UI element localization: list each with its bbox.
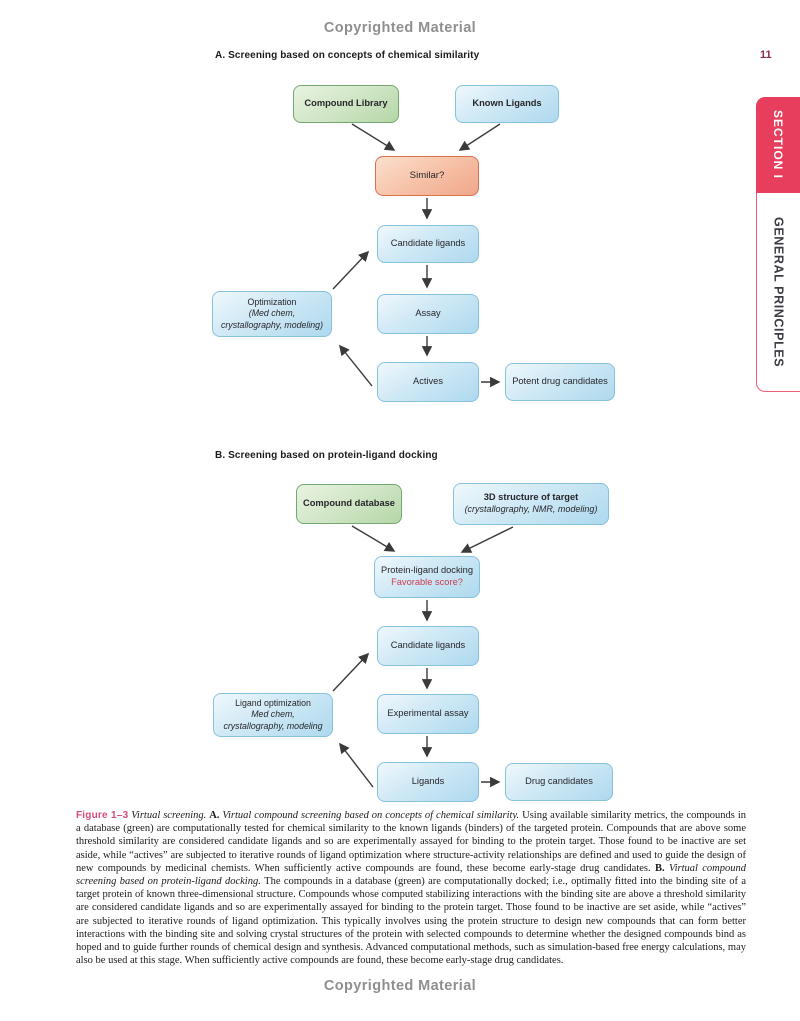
- box-assay: Assay: [377, 294, 479, 334]
- caption-segment: A.: [209, 810, 223, 821]
- box-optimization: Optimization (Med chem, crystallography,…: [212, 291, 332, 337]
- box-label: Ligands: [411, 776, 445, 787]
- box-label: Candidate ligands: [390, 238, 466, 249]
- arrow-optimization-to-candidate: [332, 250, 370, 290]
- arrow-known-to-similar: [458, 123, 501, 151]
- box-potent-drug-candidates: Potent drug candidates: [505, 363, 615, 401]
- box-candidate-ligands-b: Candidate ligands: [377, 626, 479, 666]
- box-label: Compound database: [303, 498, 395, 509]
- box-known-ligands: Known Ligands: [455, 85, 559, 123]
- arrow-target-to-docking: [460, 526, 514, 553]
- box-label: Compound Library: [304, 98, 388, 109]
- section-tab-red-band: SECTION I: [756, 97, 800, 193]
- box-ligands: Ligands: [377, 762, 479, 802]
- copyright-notice-top: Copyrighted Material: [323, 20, 477, 36]
- box-label-line2: Favorable score?: [391, 577, 463, 587]
- caption-segment: Virtual screening.: [131, 810, 210, 821]
- box-label-line1: Protein-ligand docking: [381, 565, 473, 576]
- box-candidate-ligands-a: Candidate ligands: [377, 225, 479, 263]
- arrow-database-to-docking: [351, 525, 396, 552]
- box-drug-candidates: Drug candidates: [505, 763, 613, 801]
- diagram-a-heading: A. Screening based on concepts of chemic…: [215, 50, 480, 61]
- box-label: Known Ligands: [472, 98, 542, 109]
- caption-segment: Virtual compound screening based on conc…: [222, 810, 523, 821]
- box-label: Potent drug candidates: [512, 376, 608, 387]
- box-compound-library: Compound Library: [293, 85, 399, 123]
- box-label-line3: crystallography, modeling: [223, 720, 323, 731]
- section-label: SECTION I: [771, 110, 785, 180]
- box-label-line3: crystallography, modeling): [220, 319, 324, 330]
- section-tab-title-band: GENERAL PRINCIPLES: [756, 193, 800, 392]
- box-compound-database: Compound database: [296, 484, 402, 524]
- arrow-library-to-similar: [351, 123, 396, 151]
- box-label: Assay: [415, 308, 441, 319]
- diagram-b-heading: B. Screening based on protein-ligand doc…: [215, 450, 438, 461]
- box-label-line1: Optimization: [247, 297, 297, 308]
- caption-segment: Figure 1–3: [76, 810, 129, 821]
- box-ligand-optimization: Ligand optimization Med chem, crystallog…: [213, 693, 333, 737]
- caption-segment: The compounds in a database (green) are …: [76, 876, 746, 967]
- box-label-line2: (Med chem,: [248, 308, 296, 319]
- arrow-ligands-to-ligandopt: [339, 742, 374, 788]
- caption-segment: Virtual compound screening based on prot…: [76, 862, 746, 888]
- page-number: 11: [760, 49, 772, 61]
- caption-segment: Using available similarity metrics, the …: [76, 810, 746, 874]
- box-similar: Similar?: [375, 156, 479, 196]
- box-label: Similar?: [409, 169, 445, 181]
- box-label: Candidate ligands: [390, 640, 466, 651]
- box-3d-structure-of-target: 3D structure of target (crystallography,…: [453, 483, 609, 525]
- box-label-line1: Ligand optimization: [235, 698, 311, 709]
- arrow-ligandopt-to-candidate: [332, 652, 370, 692]
- box-protein-ligand-docking: Protein-ligand docking Favorable score?: [374, 556, 480, 598]
- arrow-actives-to-optimization: [339, 344, 373, 387]
- box-label-line2: (crystallography, NMR, modeling): [464, 504, 598, 515]
- caption-segment: B.: [654, 862, 669, 874]
- box-experimental-assay: Experimental assay: [377, 694, 479, 734]
- copyright-notice-bottom: Copyrighted Material: [323, 978, 477, 994]
- box-label-line1: 3D structure of target: [483, 492, 579, 503]
- section-title: GENERAL PRINCIPLES: [771, 216, 786, 368]
- box-actives: Actives: [377, 362, 479, 402]
- box-label: Experimental assay: [387, 708, 469, 719]
- figure-caption: Figure 1–3 Virtual screening. A. Virtual…: [76, 809, 746, 967]
- box-label: Drug candidates: [525, 776, 593, 787]
- box-label: Actives: [413, 376, 443, 387]
- section-tab: SECTION I GENERAL PRINCIPLES: [756, 97, 800, 392]
- box-label-line2: Med chem,: [251, 709, 295, 720]
